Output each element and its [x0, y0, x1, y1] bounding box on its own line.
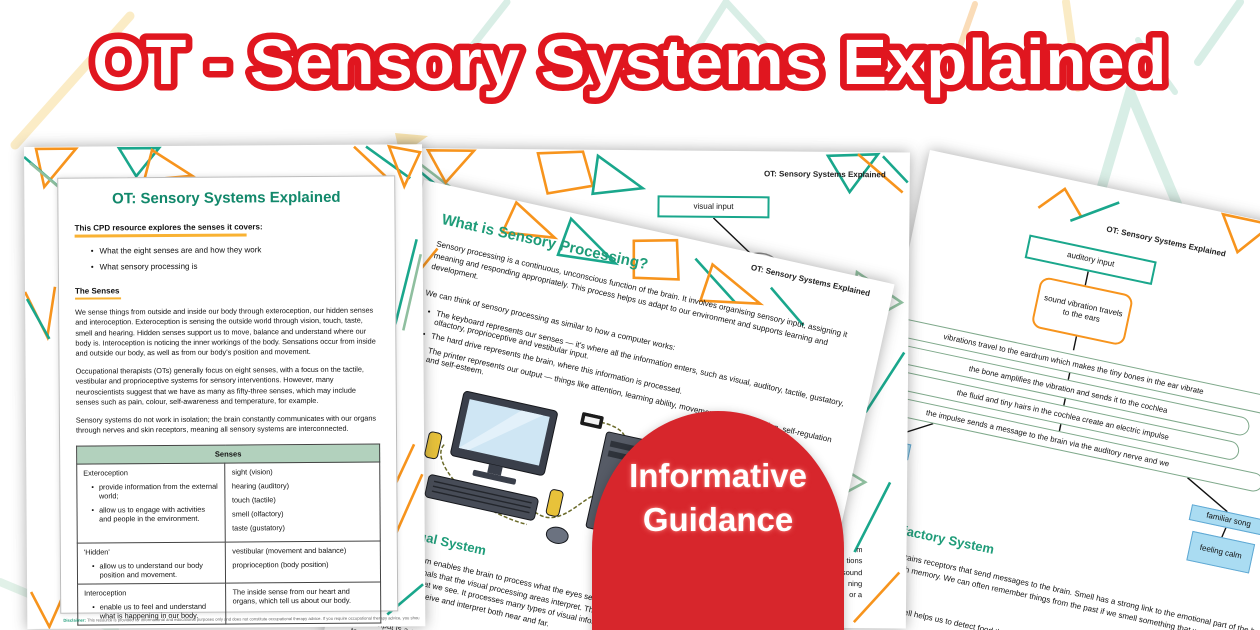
row-title: Exteroception: [83, 468, 128, 479]
orange-underline: [75, 297, 122, 300]
list-item: What the eight senses are and how they w…: [91, 244, 379, 256]
dongle-icon: [545, 489, 564, 517]
mouse-icon: [545, 526, 569, 544]
senses-table: Senses Exteroception provide information…: [76, 444, 381, 626]
page1-content-card: OT: Sensory Systems Explained This CPD r…: [57, 175, 399, 626]
page-overview: OT: Sensory Systems Explained This CPD r…: [24, 144, 426, 629]
orange-underline: [74, 233, 247, 238]
table-header: Senses: [76, 444, 380, 465]
cpd-bullet-list: What the eight senses are and how they w…: [91, 244, 379, 272]
banner-title: OT - Sensory Systems Explained: [86, 20, 1173, 105]
paragraph: Sensory systems do not work in isolation…: [75, 413, 377, 435]
row-title: Interoception: [84, 588, 127, 599]
badge-line-2: Guidance: [642, 501, 794, 538]
senses-heading: The Senses: [74, 286, 120, 296]
informative-guidance-badge: Informative Guidance: [592, 411, 844, 630]
dongle-icon: [424, 431, 443, 460]
list-item: What sensory processing is: [91, 261, 379, 273]
paragraph: We sense things from outside and inside …: [75, 305, 376, 358]
row-title: 'Hidden': [83, 547, 110, 558]
cpd-heading: This CPD resource explores the senses it…: [74, 222, 263, 233]
badge-line-1: Informative: [629, 457, 807, 494]
table-row: 'Hidden' allow us to understand our body…: [77, 541, 381, 585]
banner-title-text: OT - Sensory Systems Explained: [93, 26, 1168, 98]
page1-title: OT: Sensory Systems Explained: [112, 188, 341, 208]
visual-input-node: visual input: [657, 195, 770, 219]
table-row: Exteroception provide information from t…: [76, 462, 381, 544]
paragraph: Occupational therapists (OTs) generally …: [75, 364, 364, 407]
